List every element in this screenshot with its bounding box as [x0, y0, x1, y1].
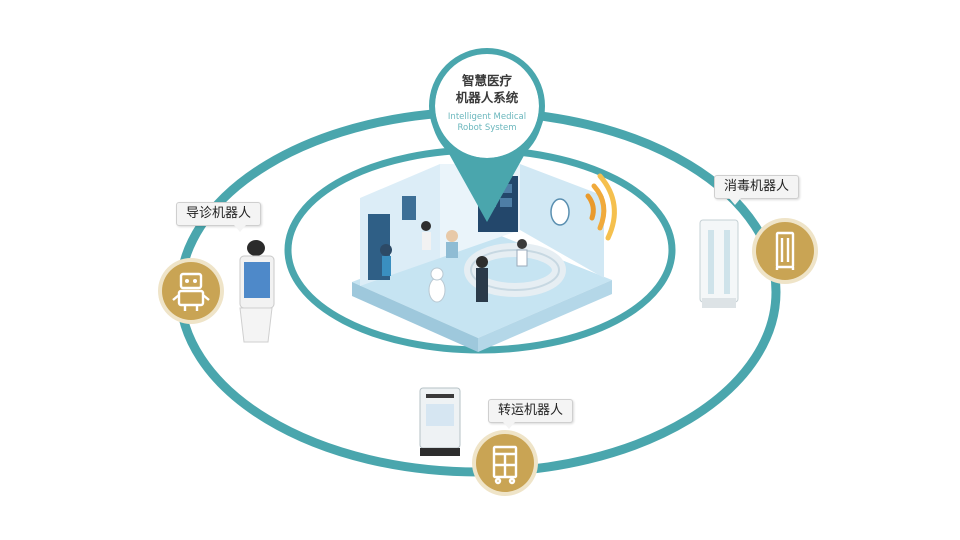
guide-robot-badge [162, 262, 220, 320]
disinfection-cabinet-icon [775, 231, 795, 270]
center-title-line1: 智慧医疗 [461, 73, 512, 88]
center-subtitle-line1: Intelligent Medical [447, 112, 527, 122]
center-subtitle: Intelligent Medical Robot System [432, 112, 542, 134]
disinfection-robot-badge [756, 222, 814, 280]
robot-icon [172, 272, 210, 311]
transport-robot-badge [476, 434, 534, 492]
center-title: 智慧医疗 机器人系统 [432, 72, 542, 106]
transport-robot-label: 转运机器人 [488, 399, 574, 429]
center-pin [429, 48, 545, 223]
disinfection-robot-illustration [699, 219, 739, 308]
center-title-line2: 机器人系统 [455, 90, 519, 105]
wifi-signal-icon [585, 173, 617, 241]
guide-robot-label: 导诊机器人 [176, 202, 262, 232]
center-subtitle-line2: Robot System [457, 123, 517, 133]
transport-cart-icon [492, 445, 518, 485]
disinfection-robot-label: 消毒机器人 [714, 175, 800, 205]
transport-robot-illustration [419, 387, 461, 456]
guide-robot-illustration [239, 240, 275, 343]
